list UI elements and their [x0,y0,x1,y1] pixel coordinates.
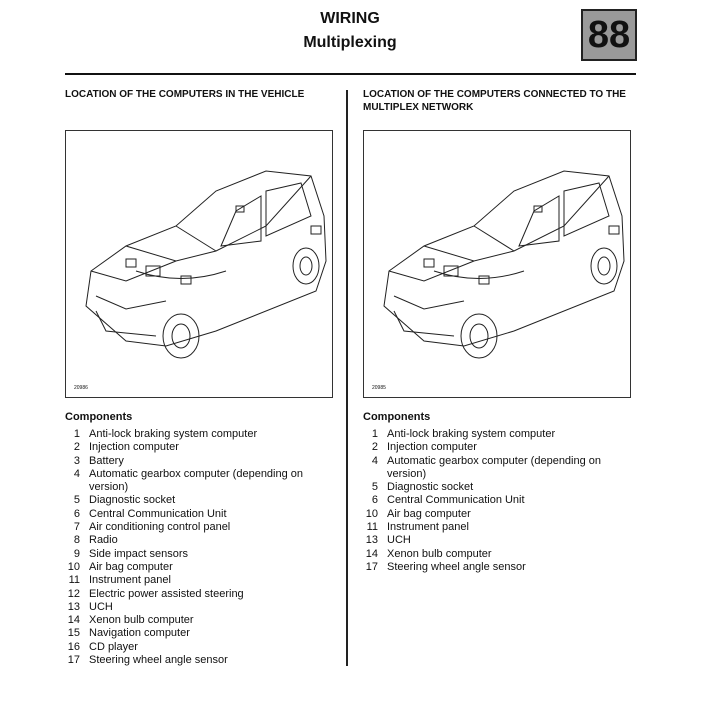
component-number: 17 [365,560,378,573]
component-label: Navigation computer [89,627,190,640]
component-item: 4 Automatic gearbox computer (depending o… [356,455,607,482]
components-list-left: 1 Anti-lock braking system computer 2 Injec… [58,428,309,667]
component-number: 6 [371,494,378,507]
chapter-number-badge: 88 [581,9,637,61]
component-number: 3 [73,454,80,467]
component-label: Automatic gearbox computer (depending on… [89,467,304,494]
component-number: 16 [67,640,80,653]
component-label: Xenon bulb computer [89,614,194,627]
component-item: 13 UCH [58,601,309,614]
component-label: Radio [89,534,118,547]
component-item: 11 Instrument panel [58,574,309,587]
component-label: Central Communication Unit [89,507,227,520]
figure-code: 20986 [74,385,88,391]
figure-code: 20985 [372,385,386,391]
component-item: 14 Xenon bulb computer [58,614,309,627]
component-label: Xenon bulb computer [387,547,492,560]
column-divider [346,90,348,666]
page-title: WIRING [320,10,380,27]
component-number: 1 [371,428,378,440]
component-label: Instrument panel [89,574,171,587]
page-subtitle: Multiplexing [303,34,397,51]
component-number: 5 [371,481,378,494]
component-number: 10 [67,560,80,573]
component-label: Automatic gearbox computer (depending on… [387,454,602,480]
component-item: 15 Navigation computer [58,627,309,640]
component-item: 8 Radio [58,534,309,547]
component-number: 12 [67,587,80,600]
component-item: 6 Central Communication Unit [356,494,607,507]
component-number: 8 [73,534,80,547]
component-item: 12 Electric power assisted steering [58,588,309,601]
component-number: 13 [67,600,80,613]
component-number: 15 [67,627,80,640]
component-label: Injection computer [89,441,179,454]
component-item: 1 Anti-lock braking system computer [58,428,309,441]
component-label: UCH [89,600,113,613]
component-number: 11 [366,521,378,534]
component-label: Battery [89,454,124,467]
header-rule [65,73,636,75]
component-item: 10 Air bag computer [58,561,309,574]
component-label: Anti-lock braking system computer [89,428,258,440]
component-number: 4 [73,467,80,480]
component-item: 17 Steering wheel angle sensor [356,561,607,574]
component-number: 11 [68,574,80,587]
vehicle-figure-left: 20986 [65,130,333,398]
component-number: 2 [371,441,378,454]
component-number: 1 [73,428,80,440]
component-number: 6 [73,507,80,520]
component-item: 11 Instrument panel [356,521,607,534]
component-item: 13 UCH [356,534,607,547]
component-label: Air bag computer [387,507,471,520]
components-title-left: Components [65,411,133,423]
component-label: Steering wheel angle sensor [387,560,526,573]
component-item: 14 Xenon bulb computer [356,548,607,561]
component-item: 1 Anti-lock braking system computer [356,428,607,441]
component-label: Air bag computer [89,560,173,573]
component-number: 9 [73,547,80,560]
component-number: 13 [365,534,378,547]
vehicle-figure-right: 20985 [363,130,631,398]
component-item: 7 Air conditioning control panel [58,521,309,534]
component-item: 10 Air bag computer [356,508,607,521]
component-label: Air conditioning control panel [89,521,231,534]
component-number: 7 [73,521,80,534]
car-diagram [85,170,327,359]
component-item: 9 Side impact sensors [58,548,309,561]
component-number: 5 [73,494,80,507]
component-item: 3 Battery [58,455,309,468]
component-label: Injection computer [387,441,477,454]
component-item: 2 Injection computer [58,441,309,454]
component-number: 14 [365,547,378,560]
component-number: 17 [67,654,80,667]
component-item: 17 Steering wheel angle sensor [58,654,309,667]
right-heading: LOCATION OF THE COMPUTERS CONNECTED TO T… [363,89,626,113]
component-label: UCH [387,534,411,547]
component-number: 10 [365,507,378,520]
component-label: Instrument panel [387,521,469,534]
component-item: 16 CD player [58,641,309,654]
component-label: Diagnostic socket [89,494,176,507]
component-item: 5 Diagnostic socket [356,481,607,494]
component-item: 5 Diagnostic socket [58,494,309,507]
component-label: Electric power assisted steering [89,587,244,600]
components-title-right: Components [363,411,431,423]
component-label: Central Communication Unit [387,494,525,507]
component-number: 14 [67,614,80,627]
component-item: 2 Injection computer [356,441,607,454]
component-label: Anti-lock braking system computer [387,428,556,440]
component-number: 4 [371,454,378,467]
component-label: Diagnostic socket [387,481,474,494]
components-list-right: 1 Anti-lock braking system computer 2 Injec… [356,428,607,574]
component-number: 2 [73,441,80,454]
component-label: Steering wheel angle sensor [89,654,228,667]
component-item: 6 Central Communication Unit [58,508,309,521]
left-heading: LOCATION OF THE COMPUTERS IN THE VEHICLE [65,89,305,100]
component-item: 4 Automatic gearbox computer (depending o… [58,468,309,495]
component-label: CD player [89,640,138,653]
component-label: Side impact sensors [89,547,189,560]
car-diagram [383,170,625,359]
